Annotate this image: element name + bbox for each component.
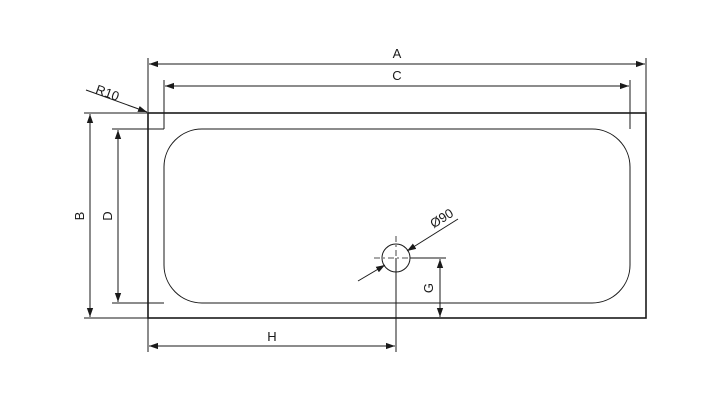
label-a: A	[393, 46, 402, 61]
label-b: B	[72, 212, 87, 221]
tub-outer-outline	[147, 112, 647, 319]
label-radius: R10	[94, 82, 122, 104]
label-c: C	[392, 68, 401, 83]
drain-outlet	[374, 236, 418, 280]
label-drain-diameter: Ø90	[427, 205, 456, 231]
radius-leader-line	[85, 89, 148, 113]
label-h: H	[267, 329, 276, 344]
label-g: G	[421, 283, 436, 293]
label-d: D	[100, 211, 115, 220]
tub-inner-basin	[163, 128, 631, 304]
diameter-leader-upper	[406, 218, 459, 252]
diameter-leader-lower	[357, 264, 386, 282]
extension-lines	[84, 58, 647, 352]
